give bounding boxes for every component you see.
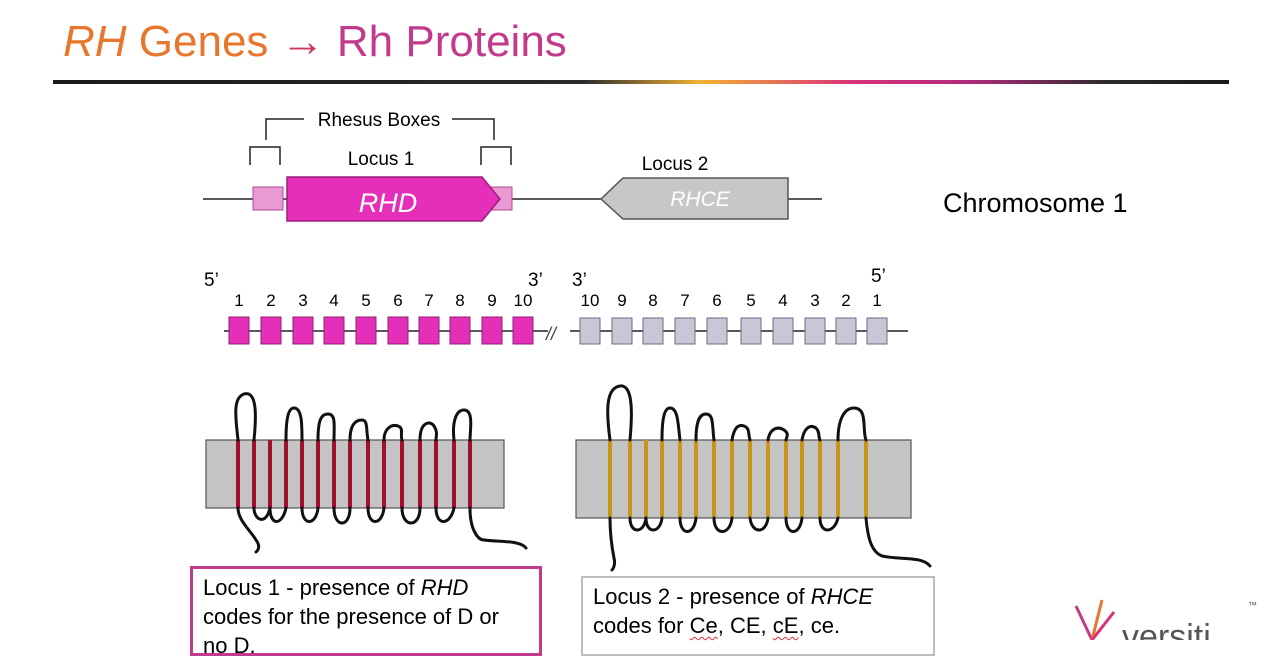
rhesus-bracket-outer <box>265 118 495 140</box>
rhd-three-prime: 3’ <box>528 270 543 291</box>
allele-ce-upper: Ce <box>689 613 718 638</box>
rhce-exon-number: 7 <box>680 291 689 310</box>
locus1-note-line3: no D. <box>203 633 256 658</box>
title-divider <box>53 80 1229 84</box>
rhd-exon-7 <box>418 316 440 345</box>
rhd-exon-number: 5 <box>361 291 370 310</box>
rhd-exon-number: 6 <box>393 291 402 310</box>
versiti-logo-text: versiti <box>1122 618 1211 640</box>
rhd-exon-number: 3 <box>298 291 307 310</box>
locus2-note-line1: Locus 2 - presence of RHCE <box>593 582 923 611</box>
locus1-note-line1: Locus 1 - presence of RHD <box>203 573 529 602</box>
rhd-exon-2 <box>260 316 282 345</box>
rhd-exon-number: 4 <box>329 291 338 310</box>
locus2-note-line2-prefix: codes for <box>593 613 690 638</box>
rhce-exon-number: 4 <box>778 291 787 310</box>
rhce-gene-arrow <box>599 177 789 220</box>
rhce-exon-4 <box>772 317 794 345</box>
rhesus-boxes-label: Rhesus Boxes <box>318 110 441 131</box>
rhce-exon-9 <box>611 317 633 345</box>
rhce-protein <box>575 384 932 572</box>
rhce-exon-number: 3 <box>810 291 819 310</box>
rhce-exon-number: 9 <box>617 291 626 310</box>
page-title: RH Genes → Rh Proteins <box>63 14 567 70</box>
rhd-exon-number: 10 <box>514 291 533 310</box>
rhce-exon-number: 6 <box>712 291 721 310</box>
locus2-note-line2: codes for Ce, CE, cE, ce. <box>593 613 841 638</box>
rhd-exon-number: 7 <box>424 291 433 310</box>
rhce-five-prime: 5’ <box>871 266 886 287</box>
rhesus-box-left <box>252 186 284 211</box>
rhce-exon-2 <box>835 317 857 345</box>
locus1-label: Locus 1 <box>348 149 415 170</box>
versiti-logo: versiti ™ <box>1074 599 1257 640</box>
versiti-logo-tm: ™ <box>1248 600 1257 610</box>
locus1-note-line2: codes for the presence of D or <box>203 604 499 629</box>
rhce-exon-1 <box>866 317 888 345</box>
rhd-exon-3 <box>292 316 314 345</box>
rhce-membrane <box>575 439 912 519</box>
exon-map: 5’ 3’ 3’ 5’ // 1 2 3 4 5 6 7 8 9 10 10 9 8 7 6 5 4 3 2 1 <box>204 266 908 345</box>
rhd-n-terminus <box>236 506 261 554</box>
locus2-note-gene: RHCE <box>810 584 874 609</box>
rhce-exon-3 <box>804 317 826 345</box>
rhce-exon-10 <box>579 317 601 345</box>
rhce-gene-label: RHCE <box>670 188 730 211</box>
rhce-exon-number: 1 <box>872 291 881 310</box>
rhd-protein <box>205 392 528 554</box>
rhd-exon-10 <box>512 316 534 345</box>
rhd-gene-label: RHD <box>359 188 418 218</box>
rhd-gene-arrow <box>286 176 501 222</box>
rhce-exon-7 <box>674 317 696 345</box>
rhce-loops <box>606 384 932 568</box>
locus1-note-prefix: Locus 1 - presence of <box>203 575 421 600</box>
locus1-note-gene: RHD <box>420 575 469 600</box>
rhce-exon-6 <box>706 317 728 345</box>
locus2-label: Locus 2 <box>642 154 709 175</box>
versiti-mark-icon <box>1074 599 1116 640</box>
rhd-exon-6 <box>387 316 409 345</box>
rhce-exon-number: 5 <box>746 291 755 310</box>
rhd-exon-8 <box>449 316 471 345</box>
locus2-note: Locus 2 - presence of RHCE codes for Ce,… <box>581 576 935 656</box>
rhce-exon-number: 8 <box>648 291 657 310</box>
rhesus-box-bracket-left <box>249 146 281 165</box>
exon-break-mark: // <box>544 324 558 344</box>
rhce-exon-5 <box>740 317 762 345</box>
title-gene-abbrev: RH <box>63 17 127 66</box>
rhce-exon-8 <box>642 317 664 345</box>
rhce-exon-number: 10 <box>581 291 600 310</box>
rhce-exon-number: 2 <box>841 291 850 310</box>
rhd-five-prime: 5’ <box>204 270 219 291</box>
rhd-exon-number: 8 <box>455 291 464 310</box>
title-proteins: Rh Proteins <box>336 17 567 66</box>
rhd-loops <box>234 392 528 550</box>
rhd-exon-number: 9 <box>487 291 496 310</box>
rhd-exon-1 <box>228 316 250 345</box>
rh-diagram: Rhesus Boxes Locus 1 Locus 2 RHD RHCE Ch… <box>203 110 1128 572</box>
rhd-exon-number: 2 <box>266 291 275 310</box>
rhd-exon-4 <box>323 316 345 345</box>
locus2-note-prefix: Locus 2 - presence of <box>593 584 811 609</box>
rhce-n-terminus <box>608 516 617 572</box>
rhce-inner-loop <box>628 516 648 532</box>
rhd-exon-number: 1 <box>234 291 243 310</box>
chromosome-label: Chromosome 1 <box>943 188 1128 218</box>
rhd-exon-5 <box>355 316 377 345</box>
allele-CE: CE <box>729 613 761 638</box>
gene-map: Rhesus Boxes Locus 1 Locus 2 RHD RHCE Ch… <box>203 110 1128 222</box>
rhd-membrane <box>205 439 505 509</box>
rhesus-box-bracket-right <box>480 146 512 165</box>
rhce-three-prime: 3’ <box>572 270 587 291</box>
title-arrow: → <box>280 17 325 66</box>
title-genes-word: Genes <box>138 17 269 66</box>
rhd-inner-loop <box>252 506 272 521</box>
rhd-exon-9 <box>481 316 503 345</box>
locus1-note: Locus 1 - presence of RHD codes for the … <box>190 566 542 658</box>
allele-cE: cE <box>772 613 799 638</box>
allele-ce: ce <box>810 613 834 638</box>
